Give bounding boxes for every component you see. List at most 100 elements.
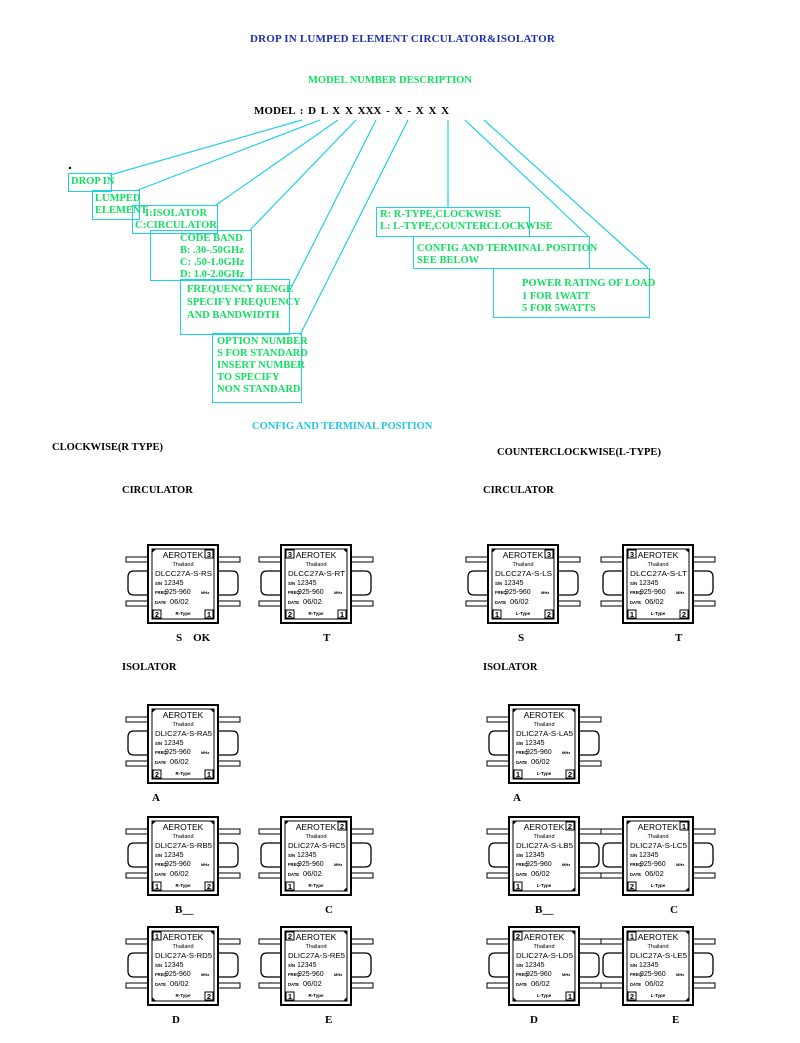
- label-freq-caption: FREQ.: [630, 862, 643, 867]
- label-model: DLIC27A-S-RE5: [288, 953, 345, 960]
- label-sn-caption: S/N: [155, 741, 162, 746]
- callout-frequency-box: [180, 279, 290, 335]
- label-freq-caption: FREQ.: [630, 972, 643, 977]
- label-sn-caption: S/N: [288, 581, 295, 586]
- port-number-br: 2: [682, 610, 686, 619]
- port-number-bl: 2: [630, 992, 634, 1001]
- port-number-br: 1: [207, 610, 211, 619]
- label-model: DLCC27A-S-LT: [630, 571, 688, 578]
- label-model: DLIC27A-S-LA5: [516, 731, 573, 738]
- port-box-bl: [285, 991, 295, 1001]
- port-box-br: [679, 609, 689, 619]
- port-box-bl: [627, 609, 637, 619]
- label-sn: 12345: [525, 852, 545, 859]
- port-box-bl: [152, 881, 162, 891]
- port-box-br: [204, 991, 214, 1001]
- port-number-br: 2: [568, 770, 572, 779]
- port-number-bl: 1: [516, 882, 520, 891]
- label-freq-unit: MHz: [201, 862, 209, 867]
- label-date: 06/02: [303, 869, 322, 878]
- label-brand: AEROTEK: [524, 932, 565, 942]
- label-date-caption: DATE: [630, 600, 641, 605]
- label-sn-caption: S/N: [495, 581, 502, 586]
- callout-direction-r: R: R-TYPE,CLOCKWISE: [380, 209, 502, 220]
- label-date: 06/02: [531, 869, 550, 878]
- callout-code-band-title: CODE BAND: [180, 233, 243, 244]
- label-date-caption: DATE: [155, 760, 166, 765]
- port-number-bl: 2: [155, 610, 159, 619]
- label-freq-caption: FREQ.: [516, 972, 529, 977]
- label-type: R-Type: [176, 993, 191, 998]
- callout-code-band-d: D: 1.0-2.0GHz: [180, 269, 245, 280]
- label-type: R-Type: [176, 883, 191, 888]
- label-date: 06/02: [645, 979, 664, 988]
- device-caption: E: [672, 1014, 680, 1026]
- port-box-bl: [627, 881, 637, 891]
- label-sn: 12345: [164, 580, 184, 587]
- label-date-caption: DATE: [630, 872, 641, 877]
- label-sn-caption: S/N: [155, 963, 162, 968]
- label-country: Thailand: [533, 944, 554, 950]
- label-freq-caption: FREQ.: [155, 972, 168, 977]
- label-freq-unit: MHz: [562, 862, 570, 867]
- port-box-bl: [152, 609, 162, 619]
- label-date-caption: DATE: [630, 982, 641, 987]
- label-model: DLIC27A-S-LD5: [516, 953, 573, 960]
- label-freq: 925-960: [526, 861, 552, 868]
- label-sn: 12345: [639, 962, 659, 969]
- label-date-caption: DATE: [155, 600, 166, 605]
- label-country: Thailand: [305, 562, 326, 568]
- heading-clockwise: CLOCKWISE(R TYPE): [52, 442, 163, 453]
- port-box-tr: [544, 549, 554, 559]
- port-box-tr: [204, 549, 214, 559]
- label-type: L-Type: [516, 611, 531, 616]
- device-caption: E: [325, 1014, 333, 1026]
- label-brand: AEROTEK: [524, 710, 565, 720]
- heading-isolator-left: ISOLATOR: [122, 662, 177, 673]
- label-freq-caption: FREQ.: [495, 590, 508, 595]
- callout-config-line2: SEE BELOW: [417, 255, 480, 266]
- label-sn: 12345: [525, 740, 545, 747]
- port-number-br: 1: [207, 770, 211, 779]
- label-country: Thailand: [305, 944, 326, 950]
- port-number-bl: 1: [155, 882, 159, 891]
- label-brand: AEROTEK: [296, 550, 337, 560]
- label-sn: 12345: [297, 852, 317, 859]
- label-freq-caption: FREQ.: [516, 862, 529, 867]
- callout-option-box: [212, 333, 302, 403]
- label-date: 06/02: [170, 979, 189, 988]
- label-brand: AEROTEK: [503, 550, 544, 560]
- label-sn-caption: S/N: [630, 963, 637, 968]
- port-box-br: [204, 881, 214, 891]
- label-model: DLIC27A-S-LB5: [516, 843, 573, 850]
- label-freq: 925-960: [298, 861, 324, 868]
- label-date: 06/02: [303, 979, 322, 988]
- label-brand: AEROTEK: [163, 932, 204, 942]
- device-caption: C: [670, 904, 678, 916]
- label-freq-caption: FREQ.: [516, 750, 529, 755]
- port-box-tr: [337, 821, 347, 831]
- label-freq-unit: MHz: [541, 590, 549, 595]
- label-freq-unit: MHz: [334, 590, 342, 595]
- port-number-tl: 1: [630, 932, 634, 941]
- label-sn: 12345: [639, 580, 659, 587]
- label-model: DLIC27A-S-RB5: [155, 843, 212, 850]
- callout-option-line1: OPTION NUMBER: [217, 336, 308, 347]
- label-sn: 12345: [164, 852, 184, 859]
- port-number-bl: 1: [630, 610, 634, 619]
- callout-drop-in: DROP IN: [71, 176, 115, 187]
- device-caption: T: [675, 632, 683, 644]
- label-freq: 925-960: [165, 749, 191, 756]
- port-box-bl: [285, 881, 295, 891]
- device-caption: B__: [175, 904, 194, 916]
- device-caption: S: [518, 632, 525, 644]
- port-box-tl: [285, 549, 295, 559]
- label-freq: 925-960: [165, 861, 191, 868]
- device-caption: T: [323, 632, 331, 644]
- port-box-bl: [285, 609, 295, 619]
- label-date: 06/02: [531, 757, 550, 766]
